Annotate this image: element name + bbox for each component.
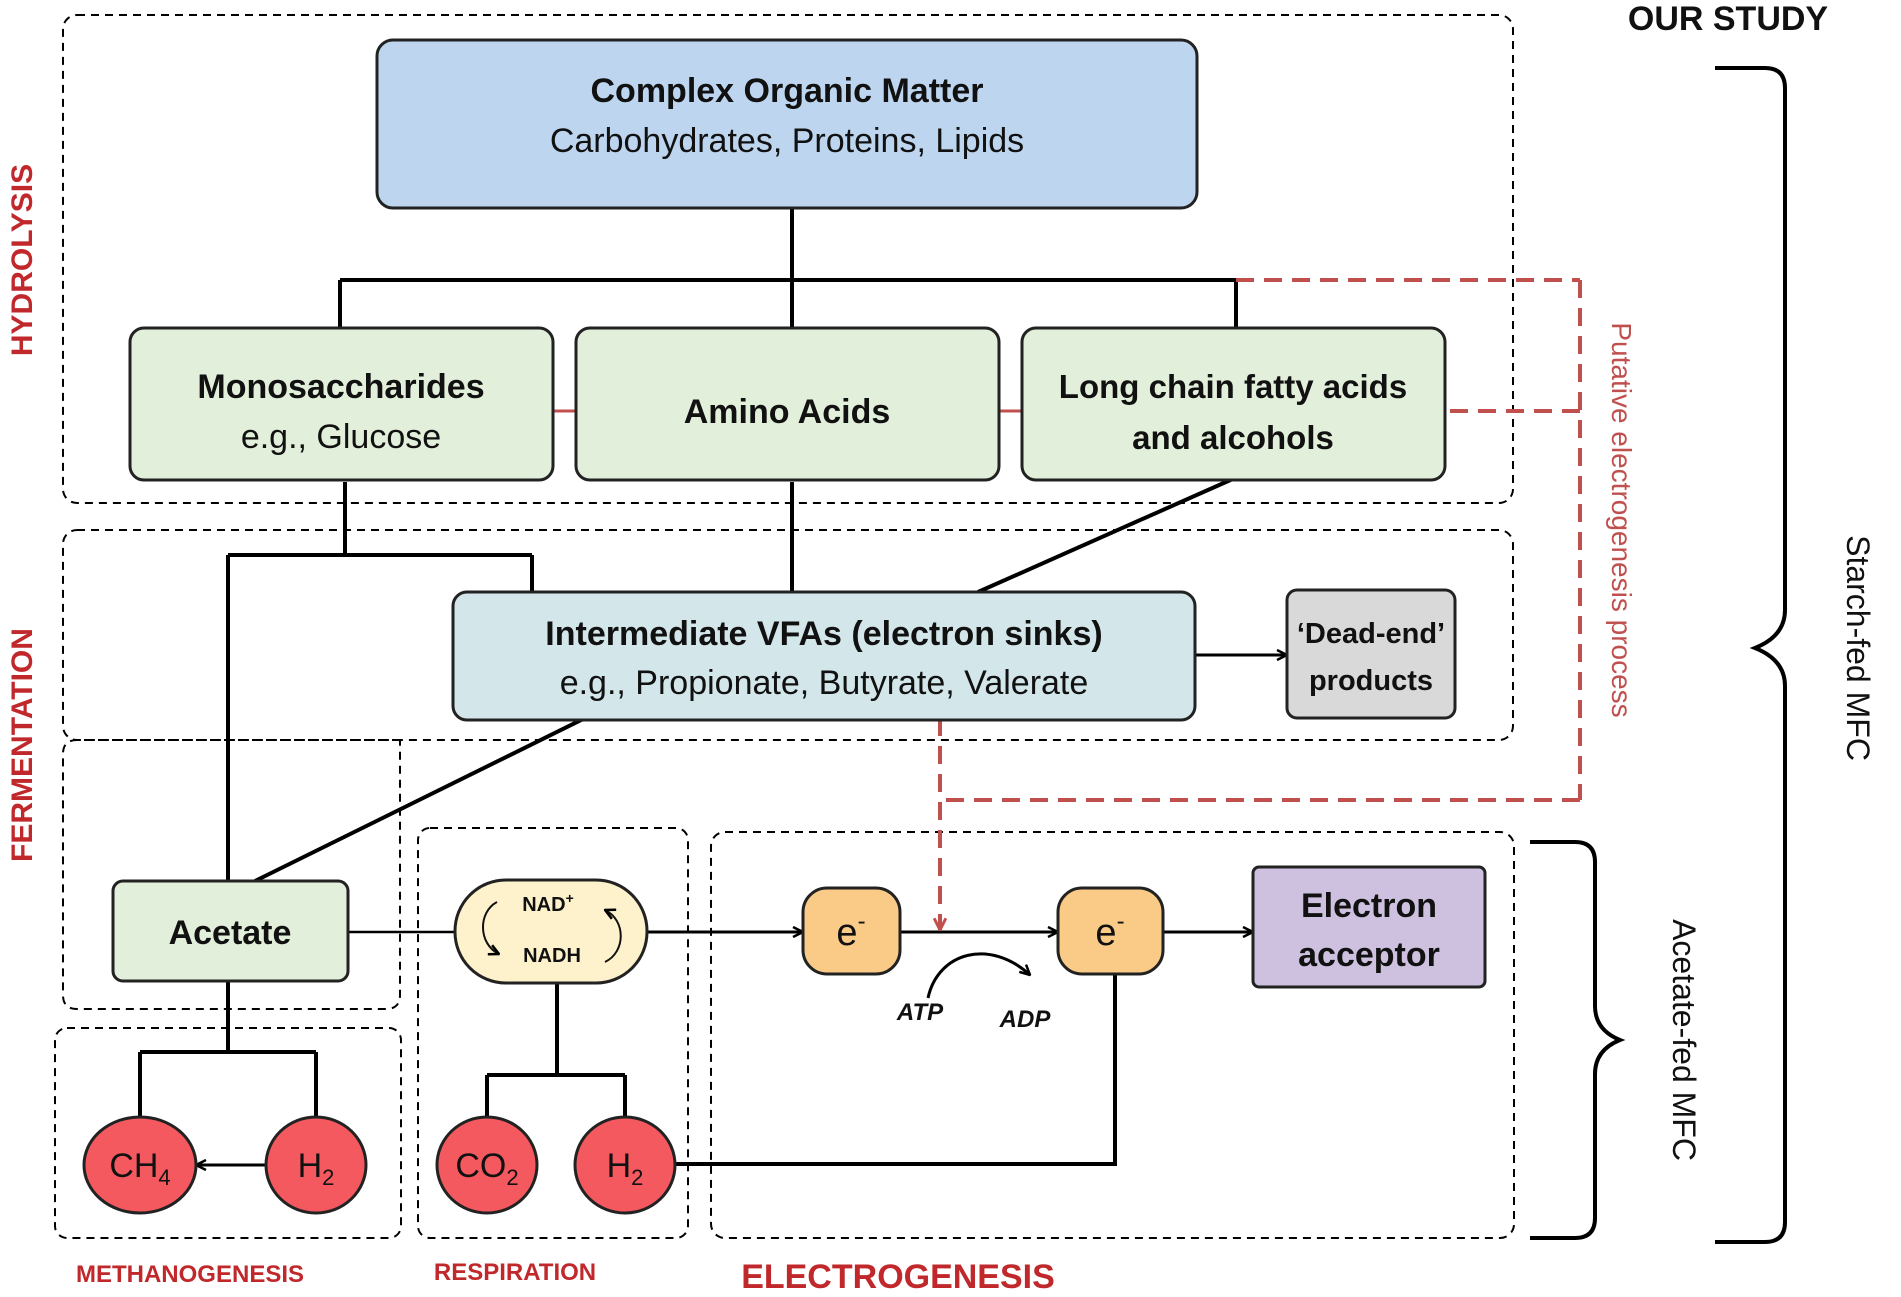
complex-subtitle: Carbohydrates, Proteins, Lipids xyxy=(550,122,1024,160)
h2-respiration-base: H xyxy=(607,1147,632,1185)
fermentation-frame-lower xyxy=(62,739,401,1010)
complex-organic-matter-box: Complex Organic Matter Carbohydrates, Pr… xyxy=(375,38,1199,210)
co2-sub: 2 xyxy=(506,1165,518,1190)
intermediate-vfas-box: Intermediate VFAs (electron sinks) e.g.,… xyxy=(451,590,1197,722)
co2-label: CO2 xyxy=(455,1147,518,1190)
electrogenesis-label: ELECTROGENESIS xyxy=(741,1258,1055,1296)
methanogenesis-label: METHANOGENESIS xyxy=(76,1261,304,1288)
vfa-subtitle: e.g., Propionate, Butyrate, Valerate xyxy=(560,664,1089,702)
nad-base: NAD xyxy=(522,894,565,916)
electron-2-label: e- xyxy=(1095,908,1124,954)
hydrolysis-label: HYDROLYSIS xyxy=(6,164,39,356)
arrows xyxy=(196,655,1287,1165)
ch4-label: CH4 xyxy=(109,1147,170,1190)
electron-1-sup: - xyxy=(858,908,866,935)
connectors xyxy=(138,208,1238,1166)
starch-fed-mfc-label: Starch-fed MFC xyxy=(1840,535,1876,761)
monosaccharides-title: Monosaccharides xyxy=(197,368,484,406)
nad-nadh-box: NAD+ NADH xyxy=(453,878,649,985)
deadend-line1: ‘Dead-end’ xyxy=(1297,618,1445,650)
lcfa-line1: Long chain fatty acids xyxy=(1059,368,1407,405)
h2-methanogenesis-base: H xyxy=(298,1147,323,1185)
acceptor-line1: Electron xyxy=(1301,887,1437,925)
respiration-frame xyxy=(417,827,689,1239)
complex-title: Complex Organic Matter xyxy=(591,72,984,110)
h2-respiration-circle: H2 xyxy=(573,1115,677,1215)
acetate-title: Acetate xyxy=(169,914,292,952)
acetate-box: Acetate xyxy=(111,879,350,983)
co2-base: CO xyxy=(455,1147,506,1185)
h2-methanogenesis-sub: 2 xyxy=(322,1165,334,1190)
monosaccharides-subtitle: e.g., Glucose xyxy=(241,418,441,456)
starch-bracket xyxy=(1715,66,1787,1244)
electron-1-base: e xyxy=(836,912,857,954)
ch4-sub: 4 xyxy=(158,1165,170,1190)
h2-methanogenesis-label: H2 xyxy=(298,1147,335,1190)
atp-adp-curve-arrow xyxy=(926,952,1030,999)
acetate-fed-mfc-label: Acetate-fed MFC xyxy=(1666,919,1702,1161)
cycle-arrow-left-icon xyxy=(482,901,499,954)
vfa-title: Intermediate VFAs (electron sinks) xyxy=(545,615,1102,653)
h2-methanogenesis-circle: H2 xyxy=(264,1115,368,1215)
fermentation-frame xyxy=(62,529,1514,741)
electron-2-sup: - xyxy=(1117,908,1125,935)
long-chain-fatty-acids-box: Long chain fatty acids and alcohols xyxy=(1020,326,1447,482)
hydrolysis-frame xyxy=(62,14,1514,504)
ch4-base: CH xyxy=(109,1147,158,1185)
putative-process-label: Putative electrogenesis process xyxy=(1606,322,1637,717)
acceptor-line2: acceptor xyxy=(1298,936,1440,974)
lcfa-line2: and alcohols xyxy=(1132,419,1334,456)
ch4-circle: CH4 xyxy=(82,1115,198,1215)
h2-respiration-sub: 2 xyxy=(631,1165,643,1190)
electrogenesis-frame xyxy=(710,831,1515,1239)
nadh-label: NADH xyxy=(523,945,581,967)
co2-circle: CO2 xyxy=(435,1115,539,1215)
electron-acceptor-box: Electron acceptor xyxy=(1251,865,1487,989)
our-study-heading: OUR STUDY xyxy=(1628,0,1829,38)
nad-sup: + xyxy=(566,890,574,906)
dead-end-products-box: ‘Dead-end’ products xyxy=(1285,588,1457,720)
respiration-label: RESPIRATION xyxy=(434,1259,596,1286)
electron-box-2: e- xyxy=(1056,886,1165,976)
nad-label: NAD+ xyxy=(522,890,574,916)
electron-1-label: e- xyxy=(836,908,865,954)
electron-2-base: e xyxy=(1095,912,1116,954)
atp-label: ATP xyxy=(896,999,944,1026)
putative-pathway xyxy=(940,278,1582,930)
amino-acids-box: Amino Acids xyxy=(574,326,1001,482)
acetate-bracket xyxy=(1530,840,1626,1240)
cycle-arrow-right-icon xyxy=(605,910,622,963)
adp-label: ADP xyxy=(999,1006,1052,1033)
monosaccharides-box: Monosaccharides e.g., Glucose xyxy=(128,326,555,482)
electron-box-1: e- xyxy=(801,886,902,976)
deadend-line2: products xyxy=(1309,665,1433,697)
fermentation-label: FERMENTATION xyxy=(6,628,39,862)
h2-respiration-label: H2 xyxy=(607,1147,644,1190)
amino-acids-title: Amino Acids xyxy=(684,393,891,431)
